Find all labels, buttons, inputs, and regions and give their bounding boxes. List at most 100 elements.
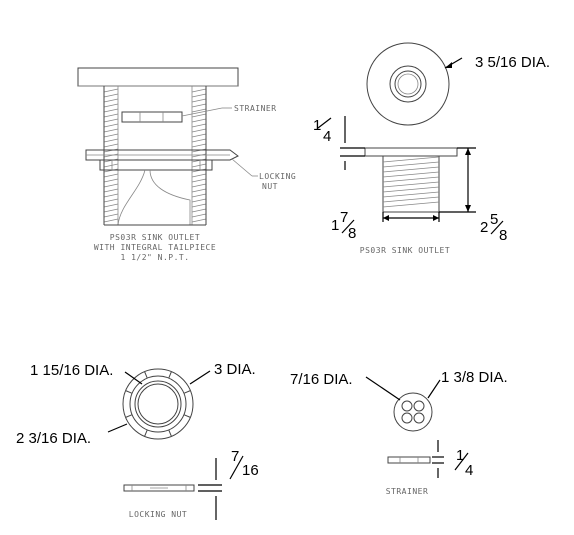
thread-line xyxy=(103,173,119,178)
thread-line xyxy=(382,176,440,183)
thread-line xyxy=(382,191,440,198)
thread-line xyxy=(191,203,207,208)
strainer-top-view: 7/16 DIA. 1 3/8 DIA. xyxy=(290,369,508,432)
thread-lines xyxy=(103,88,207,223)
nut-outer-dia: 3 DIA. xyxy=(214,361,256,378)
thread-line xyxy=(191,88,207,93)
thread-line xyxy=(103,193,119,198)
nut-tooth xyxy=(183,414,191,418)
thread-line xyxy=(103,93,119,98)
thread-line xyxy=(103,183,119,188)
thread-line xyxy=(103,88,119,93)
thread-line xyxy=(191,183,207,188)
strainer-outer-dia: 1 3/8 DIA. xyxy=(441,369,508,386)
thread-line xyxy=(103,188,119,193)
flange-thk-num: 1 xyxy=(313,117,321,134)
nut-thk-den: 16 xyxy=(242,462,259,479)
thread-line xyxy=(103,143,119,148)
strainer-callout: STRAINER xyxy=(234,104,277,113)
thread-line xyxy=(191,213,207,218)
thread-line xyxy=(382,161,440,168)
height-whole: 2 xyxy=(480,219,488,236)
outlet-side-view: 1 4 1 7 8 2 5 8 PS03R SINK OUTLET xyxy=(313,116,507,255)
nut-tooth xyxy=(125,414,133,418)
thread-line xyxy=(191,98,207,103)
thread-line xyxy=(103,123,119,128)
thread-line xyxy=(191,143,207,148)
nut-top-view: 1 15/16 DIA. 3 DIA. 2 3/16 DIA. xyxy=(16,361,256,447)
thread-line xyxy=(191,108,207,113)
thread-line xyxy=(191,133,207,138)
thread-line xyxy=(103,138,119,143)
thread-line xyxy=(191,128,207,133)
thread-line xyxy=(103,153,119,158)
strainer-thk-den: 4 xyxy=(465,462,473,479)
thread-line xyxy=(191,153,207,158)
nut-tooth xyxy=(168,371,172,379)
thread-line xyxy=(191,163,207,168)
outlet-top-view: 3 5/16 DIA. xyxy=(366,42,550,126)
thread-line xyxy=(103,163,119,168)
thread-line xyxy=(191,123,207,128)
thread-line xyxy=(191,193,207,198)
nut-mid-dia: 2 3/16 DIA. xyxy=(16,430,91,447)
thread-line xyxy=(382,156,440,163)
thread-line xyxy=(103,198,119,203)
strainer-thk-num: 1 xyxy=(456,447,464,464)
thread-line xyxy=(103,218,119,223)
outlet-side-caption: PS03R SINK OUTLET xyxy=(360,246,450,255)
nut-side-caption: LOCKING NUT xyxy=(129,510,187,519)
thread-line xyxy=(103,133,119,138)
section-caption-line3: 1 1/2" N.P.T. xyxy=(120,253,189,262)
thread-line xyxy=(103,98,119,103)
flange-thk-den: 4 xyxy=(323,128,331,145)
nut-tooth xyxy=(183,390,191,394)
thread-line xyxy=(382,171,440,178)
section-view: STRAINER LOCKING NUT PS03R SINK OUTLET W… xyxy=(77,67,296,262)
thread-line xyxy=(191,218,207,223)
thread-line xyxy=(191,93,207,98)
nut-side-view: 7 16 LOCKING NUT xyxy=(123,448,259,520)
thread-lines xyxy=(382,156,440,208)
strainer-side-caption: STRAINER xyxy=(386,487,429,496)
thread-line xyxy=(191,198,207,203)
section-caption-line2: WITH INTEGRAL TAILPIECE xyxy=(94,243,216,252)
outlet-dia-label: 3 5/16 DIA. xyxy=(475,54,550,71)
nut-inner-dia: 1 15/16 DIA. xyxy=(30,362,113,379)
thread-line xyxy=(191,188,207,193)
locking-nut-callout-line2: NUT xyxy=(262,182,278,191)
thread-line xyxy=(191,173,207,178)
strainer-hole-dia: 7/16 DIA. xyxy=(290,371,353,388)
width-num: 7 xyxy=(340,209,348,226)
thread-line xyxy=(382,166,440,173)
thread-line xyxy=(103,213,119,218)
thread-line xyxy=(191,118,207,123)
nut-tooth xyxy=(144,371,148,379)
section-caption-line1: PS03R SINK OUTLET xyxy=(110,233,200,242)
nut-thk-num: 7 xyxy=(231,448,239,465)
thread-line xyxy=(382,181,440,188)
thread-line xyxy=(191,103,207,108)
thread-line xyxy=(191,178,207,183)
thread-line xyxy=(103,118,119,123)
locking-nut-callout-line1: LOCKING xyxy=(259,172,296,181)
thread-line xyxy=(103,128,119,133)
nut-tooth xyxy=(144,429,148,437)
thread-line xyxy=(103,178,119,183)
thread-line xyxy=(103,108,119,113)
thread-line xyxy=(382,196,440,203)
thread-line xyxy=(382,201,440,208)
thread-line xyxy=(191,138,207,143)
thread-line xyxy=(103,203,119,208)
width-den: 8 xyxy=(348,225,356,242)
thread-line xyxy=(103,113,119,118)
thread-line xyxy=(103,103,119,108)
height-den: 8 xyxy=(499,227,507,244)
thread-line xyxy=(382,186,440,193)
strainer-side-view: 1 4 STRAINER xyxy=(386,440,473,496)
thread-line xyxy=(191,113,207,118)
nut-teeth xyxy=(125,371,191,437)
thread-line xyxy=(191,208,207,213)
height-num: 5 xyxy=(490,211,498,228)
